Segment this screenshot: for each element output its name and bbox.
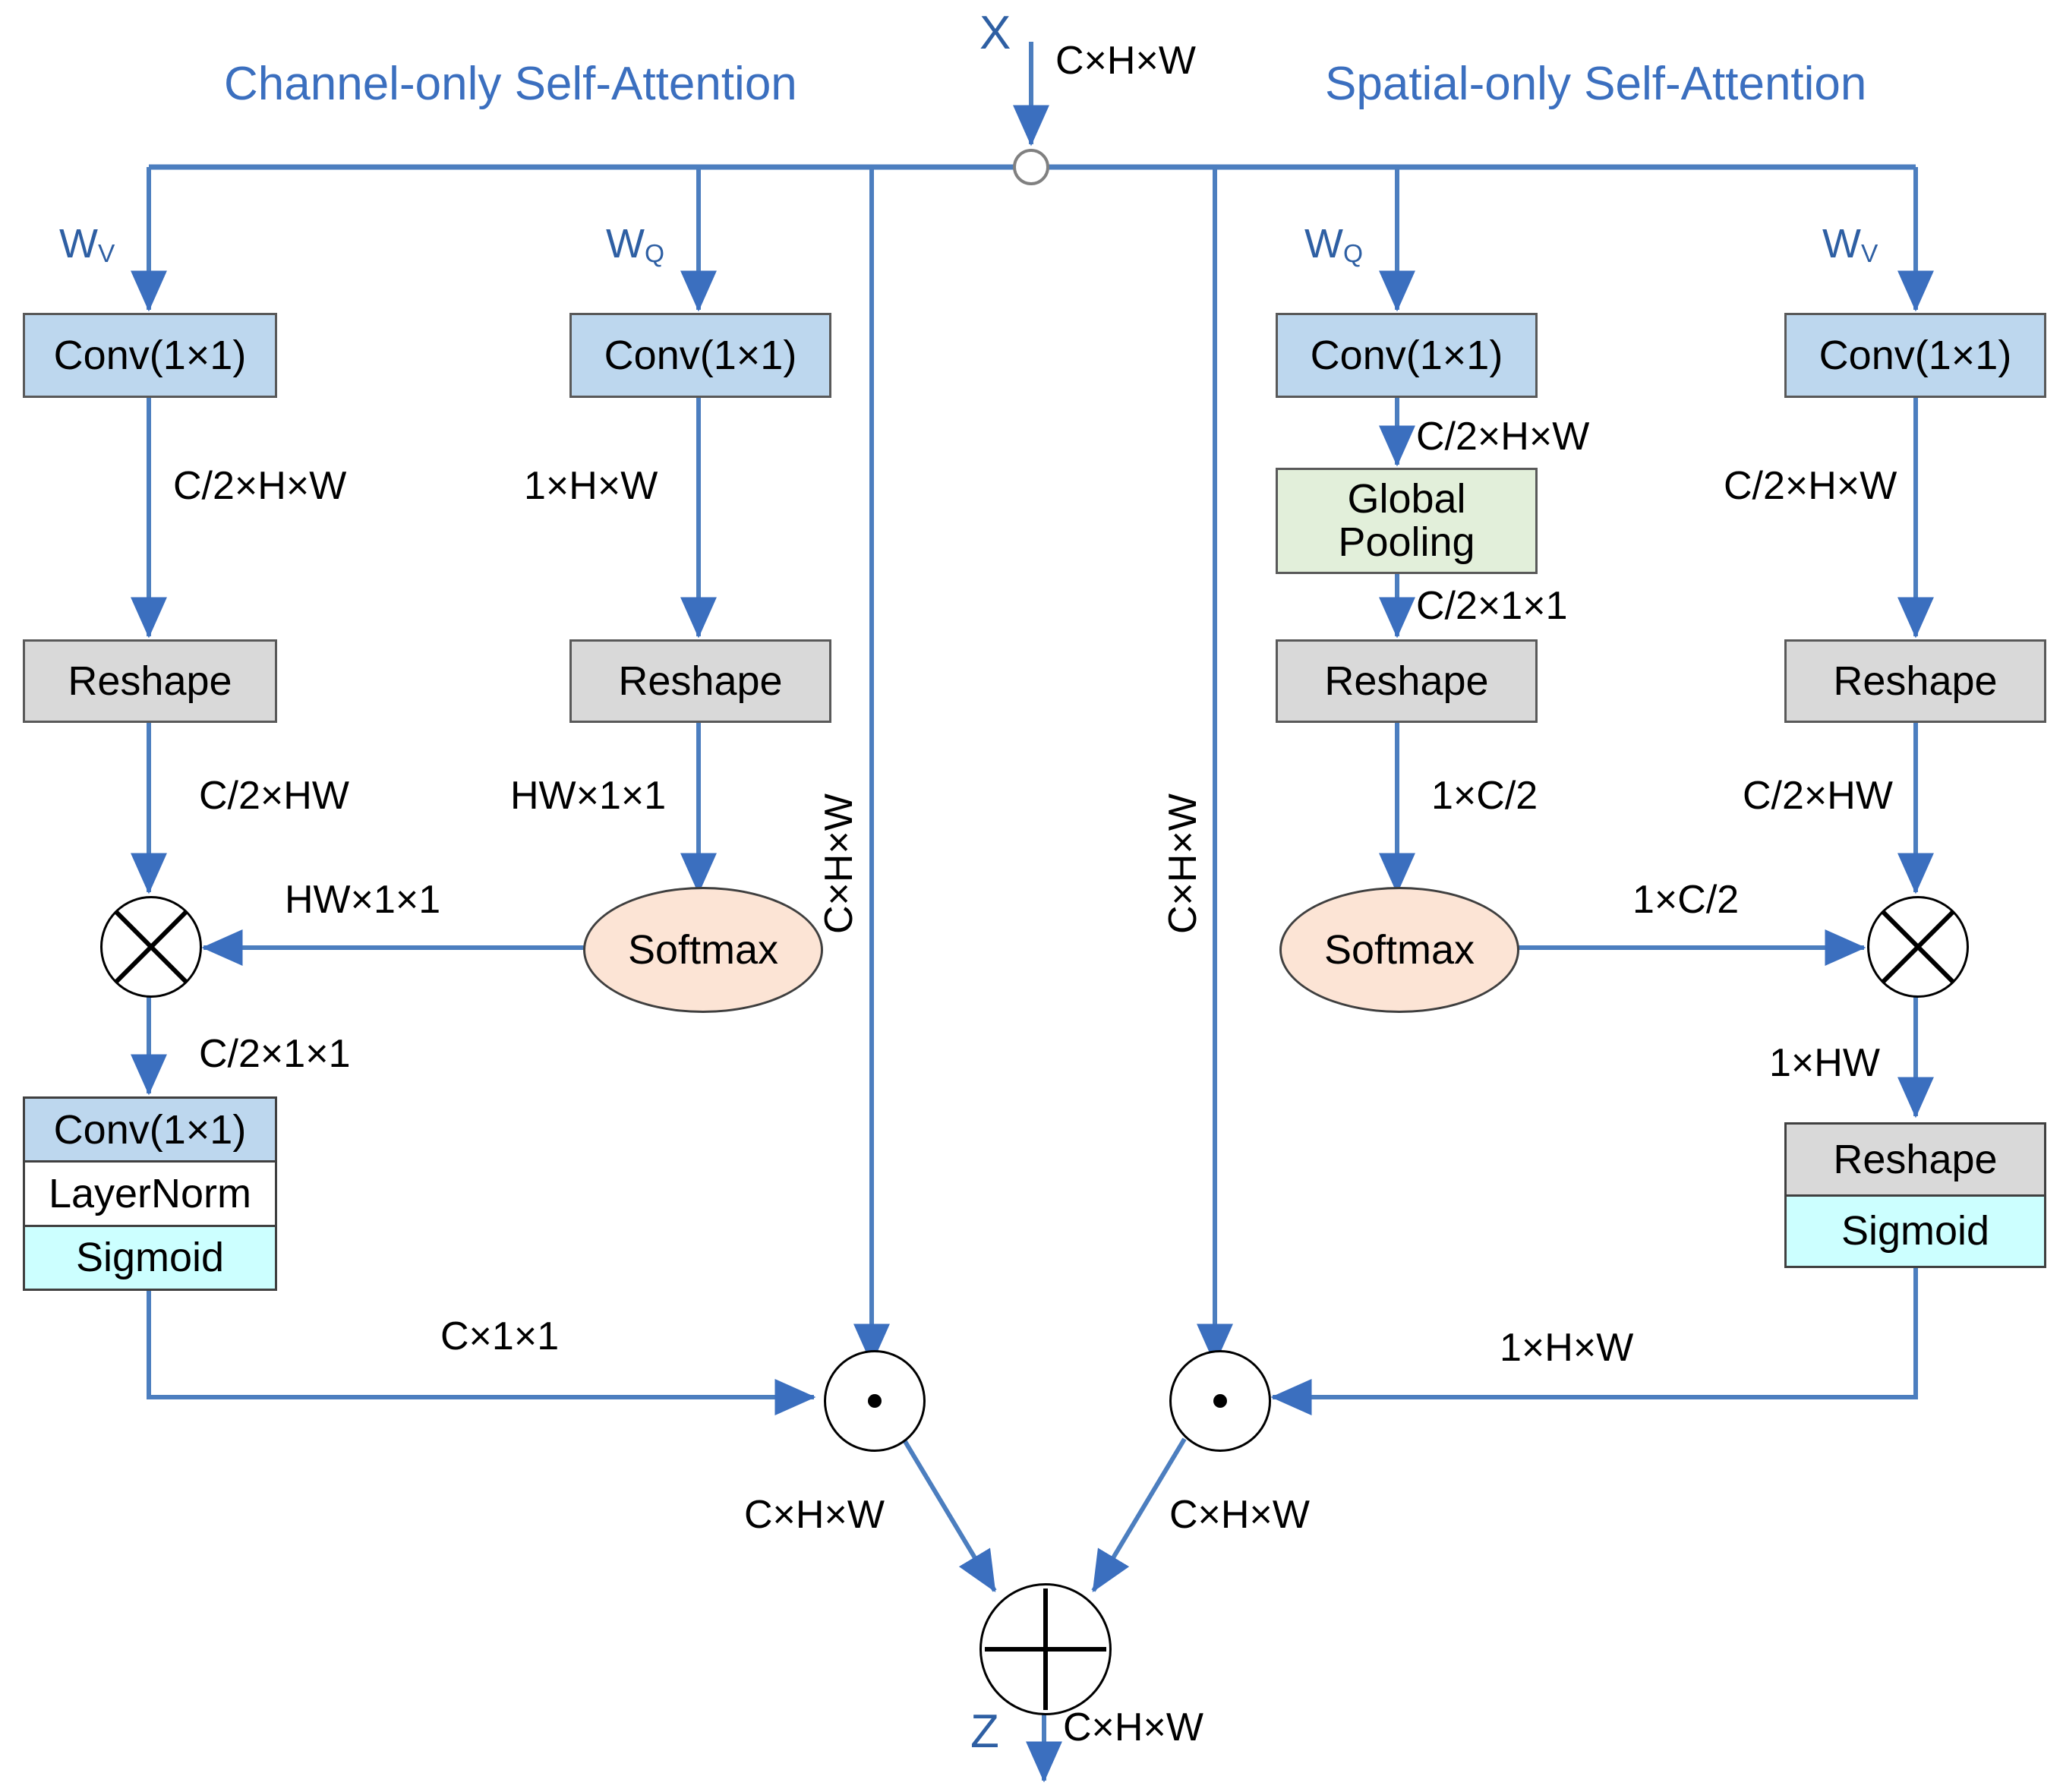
stack-reshape-label[interactable]: Reshape bbox=[1787, 1125, 2044, 1197]
conv-block-right-value[interactable]: Conv(1×1) bbox=[1784, 313, 2046, 398]
stack-layernorm-label[interactable]: LayerNorm bbox=[25, 1163, 275, 1227]
skip-label-right: C×H×W bbox=[1161, 793, 1205, 934]
edge-label-l1-conv-reshape: C/2×H×W bbox=[173, 464, 347, 508]
weight-label-wv-left: WV bbox=[59, 221, 115, 269]
edge-label-r4-reshape-mul: C/2×HW bbox=[1743, 774, 1893, 818]
input-shape-label: C×H×W bbox=[1055, 39, 1196, 83]
edge-label-r-mul-reshape: 1×HW bbox=[1769, 1041, 1880, 1085]
multiply-icon bbox=[114, 910, 188, 984]
reshape-block-left-value[interactable]: Reshape bbox=[23, 639, 277, 723]
global-pooling-block[interactable]: Global Pooling bbox=[1276, 468, 1538, 574]
elementwise-mul-right[interactable] bbox=[1169, 1350, 1271, 1452]
edge-label-sigmoid-to-dot-right: 1×H×W bbox=[1500, 1326, 1634, 1370]
global-pooling-line1: Global bbox=[1347, 476, 1466, 522]
stack-sigmoid-label-right[interactable]: Sigmoid bbox=[1787, 1196, 2044, 1266]
edge-label-softmax-to-mul-right: 1×C/2 bbox=[1632, 878, 1740, 922]
input-symbol-x: X bbox=[979, 7, 1011, 59]
dot-icon bbox=[1213, 1394, 1227, 1408]
output-symbol-z: Z bbox=[970, 1705, 999, 1758]
reshape-sigmoid-stack[interactable]: Reshape Sigmoid bbox=[1784, 1122, 2046, 1268]
multiply-op-right[interactable] bbox=[1867, 896, 1969, 998]
stack-conv-label[interactable]: Conv(1×1) bbox=[25, 1099, 275, 1163]
title-channel-attention: Channel-only Self-Attention bbox=[224, 58, 797, 110]
multiply-icon bbox=[1881, 910, 1955, 984]
edge-label-sigmoid-to-dot-left: C×1×1 bbox=[440, 1314, 560, 1358]
conv-block-left-query[interactable]: Conv(1×1) bbox=[569, 313, 831, 398]
edge-label-r3-gpool-reshape: C/2×1×1 bbox=[1416, 584, 1568, 628]
reshape-block-right-query[interactable]: Reshape bbox=[1276, 639, 1538, 723]
stack-sigmoid-label[interactable]: Sigmoid bbox=[25, 1226, 275, 1289]
edge-label-r3-conv-gpool: C/2×H×W bbox=[1416, 415, 1590, 459]
weight-label-wv-right: WV bbox=[1822, 221, 1878, 269]
softmax-right[interactable]: Softmax bbox=[1279, 887, 1519, 1013]
edge-label-l2-reshape-softmax: HW×1×1 bbox=[510, 774, 667, 818]
edge-label-r3-reshape-softmax: 1×C/2 bbox=[1431, 774, 1538, 818]
multiply-op-left[interactable] bbox=[100, 896, 202, 998]
conv-block-right-query[interactable]: Conv(1×1) bbox=[1276, 313, 1538, 398]
edge-label-r4-conv-reshape: C/2×H×W bbox=[1724, 464, 1897, 508]
split-junction-node bbox=[1013, 149, 1049, 185]
conv-block-left-value[interactable]: Conv(1×1) bbox=[23, 313, 277, 398]
edge-label-dot-right-to-add: C×H×W bbox=[1169, 1493, 1310, 1537]
global-pooling-line2: Pooling bbox=[1338, 519, 1475, 565]
conv-ln-sigmoid-stack[interactable]: Conv(1×1) LayerNorm Sigmoid bbox=[23, 1096, 277, 1291]
plus-icon bbox=[985, 1589, 1106, 1710]
softmax-left[interactable]: Softmax bbox=[583, 887, 823, 1013]
edge-label-l1-mul-conv: C/2×1×1 bbox=[199, 1032, 351, 1076]
reshape-block-left-query[interactable]: Reshape bbox=[569, 639, 831, 723]
output-shape-label-2: C×H×W bbox=[1063, 1705, 1203, 1749]
edge-label-l1-reshape-mul: C/2×HW bbox=[199, 774, 349, 818]
edge-label-dot-left-to-add: C×H×W bbox=[744, 1493, 885, 1537]
elementwise-mul-left[interactable] bbox=[824, 1350, 926, 1452]
edge-label-softmax-to-mul-left: HW×1×1 bbox=[285, 878, 441, 922]
skip-label-left: C×H×W bbox=[817, 793, 861, 934]
weight-label-wq-right: WQ bbox=[1304, 221, 1364, 269]
title-spatial-attention: Spatial-only Self-Attention bbox=[1325, 58, 1867, 110]
weight-label-wq-left: WQ bbox=[606, 221, 665, 269]
add-op[interactable] bbox=[979, 1583, 1112, 1715]
reshape-block-right-value[interactable]: Reshape bbox=[1784, 639, 2046, 723]
dot-icon bbox=[868, 1394, 882, 1408]
edge-label-l2-conv-reshape: 1×H×W bbox=[524, 464, 658, 508]
